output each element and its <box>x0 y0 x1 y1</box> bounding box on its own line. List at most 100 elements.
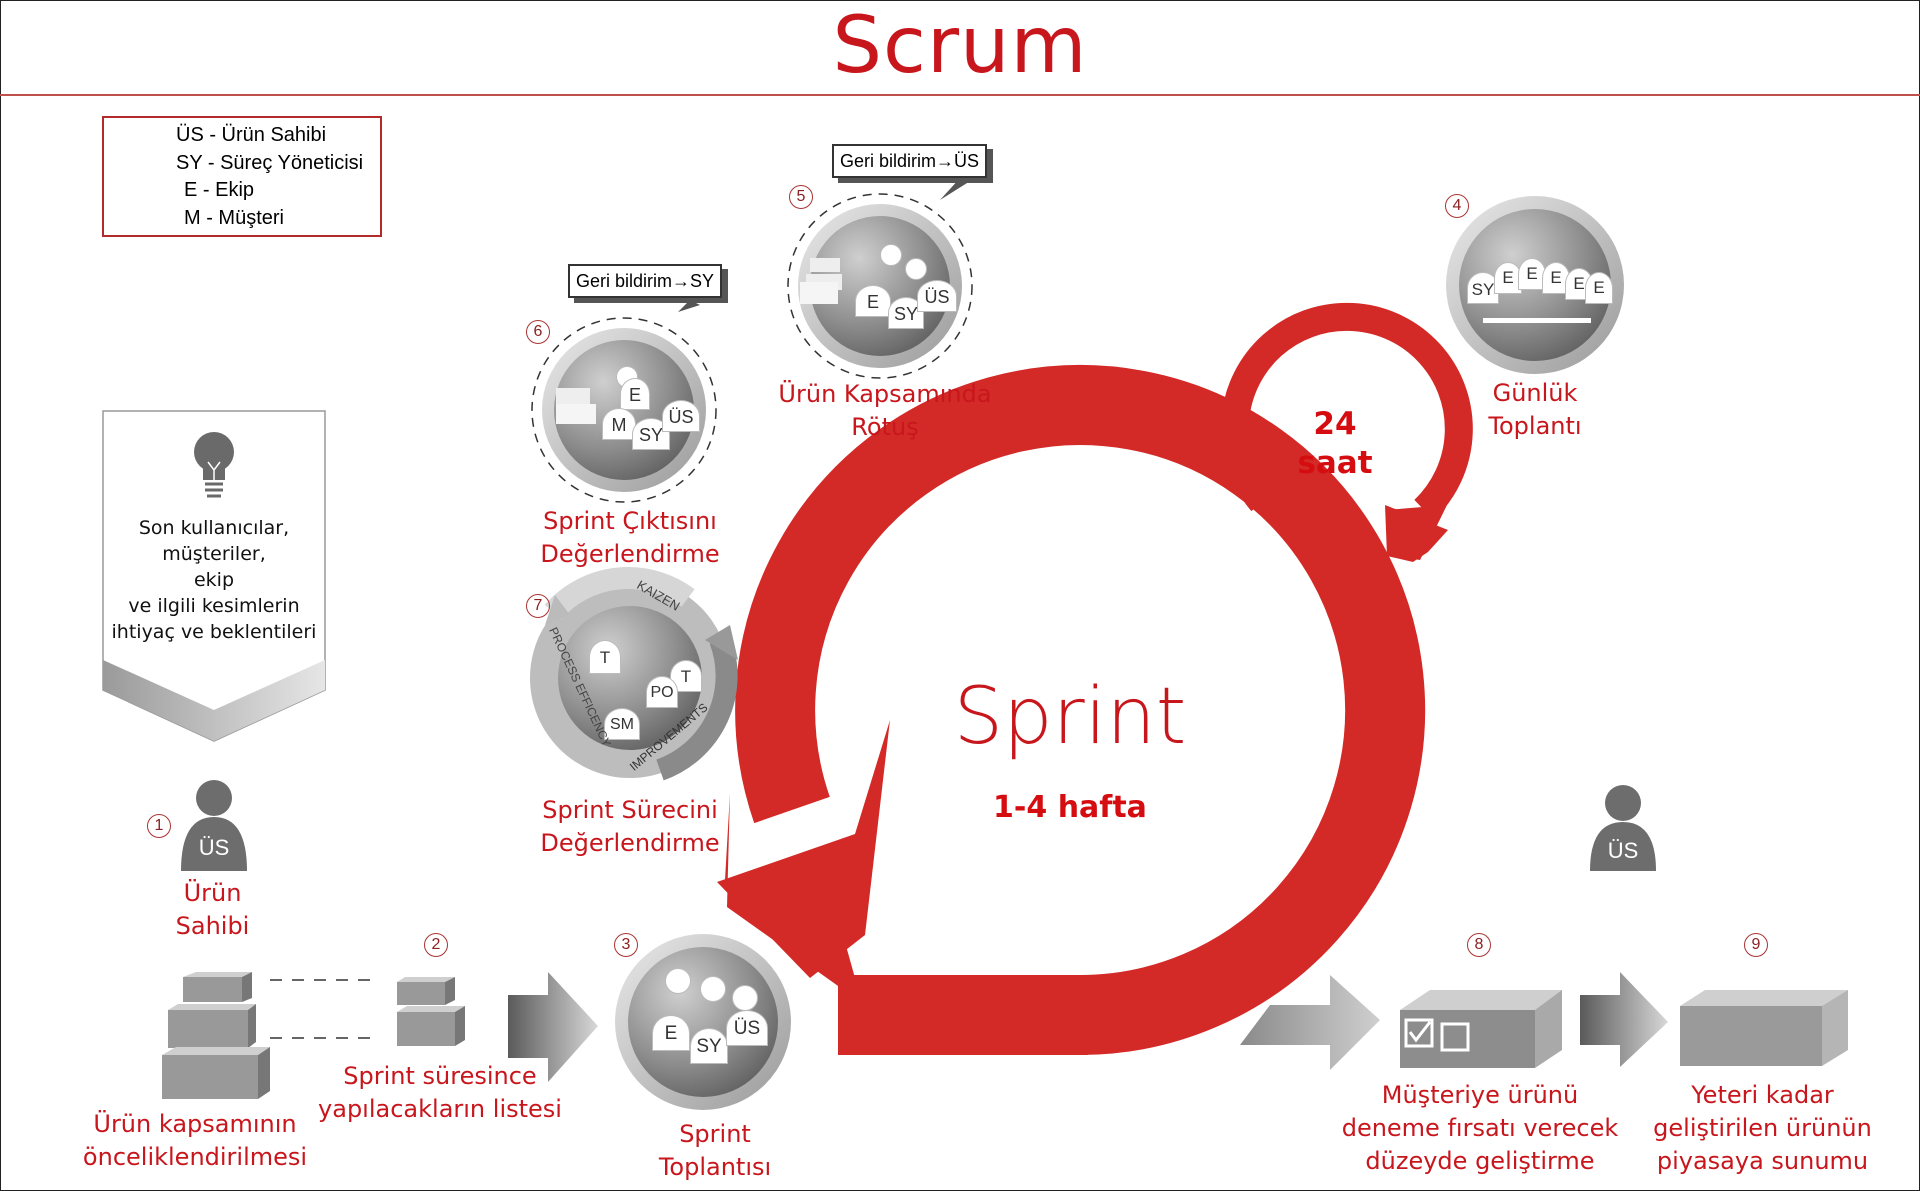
legend-item: SY - Süreç Yöneticisi <box>176 151 364 174</box>
person-label: ÜS <box>662 400 700 432</box>
label-line: piyasaya sunumu <box>1656 1147 1869 1175</box>
needs-banner-text: Son kullanıcılar, müşteriler, ekip ve il… <box>102 515 326 645</box>
person-head-icon <box>905 258 927 280</box>
label-line: Sahibi <box>175 912 250 940</box>
arrow-to-sprint-planning <box>508 972 598 1082</box>
step-number: 5 <box>789 185 813 209</box>
banner-line: Son kullanıcılar, <box>138 517 290 539</box>
banner-line: müşteriler, <box>162 543 266 565</box>
sprint-cycle-arrow <box>717 365 1426 1055</box>
step-label-sprint-review: Sprint Çıktısını Değerlendirme <box>510 505 750 571</box>
label-line: düzeyde geliştirme <box>1365 1147 1595 1175</box>
legend-box: ÜS - Ürün Sahibi SY - Süreç Yöneticisi E… <box>102 116 382 237</box>
person-head-icon <box>665 968 691 994</box>
step-label-sprint-planning: Sprint Toplantısı <box>620 1118 810 1184</box>
dashed-connector <box>270 979 378 1039</box>
person-label: E <box>620 378 650 410</box>
step-number: 9 <box>1744 933 1768 957</box>
step-number: 1 <box>147 814 171 838</box>
step-number: 2 <box>424 933 448 957</box>
feedback-bubble-po: Geri bildirim→ÜS <box>832 144 988 178</box>
banner-line: ve ilgili kesimlerin <box>128 595 300 617</box>
label-line: Sprint Sürecini <box>542 796 718 824</box>
step-label-increment: Müşteriye ürünü deneme fırsatı verecek d… <box>1330 1079 1630 1178</box>
step-label-release: Yeteri kadar geliştirilen ürünün piyasay… <box>1630 1079 1895 1178</box>
person-label: E <box>652 1015 690 1051</box>
step-label-product-owner: Ürün Sahibi <box>130 877 295 943</box>
daily-duration: 24 saat <box>1270 405 1400 483</box>
person-label: E <box>855 285 891 317</box>
daily-duration-value: 24 <box>1313 406 1357 442</box>
sprint-title: Sprint <box>953 672 1187 762</box>
step-number: 3 <box>614 933 638 957</box>
legend-item: M - Müşteri <box>184 206 284 229</box>
product-owner-badge: ÜS <box>1607 838 1639 863</box>
step-label-retrospective: Sprint Sürecini Değerlendirme <box>510 794 750 860</box>
feedback-bubble-tail <box>678 300 700 312</box>
label-line: Toplantısı <box>658 1153 772 1181</box>
label-line: Değerlendirme <box>540 829 720 857</box>
person-head-icon <box>700 976 726 1002</box>
step-number: 8 <box>1467 933 1491 957</box>
step-label-daily-meeting: Günlük Toplantı <box>1440 377 1630 443</box>
person-label: ÜS <box>726 1010 768 1046</box>
person-head-icon <box>732 985 758 1011</box>
step-number: 6 <box>526 320 550 344</box>
label-line: Ürün kapsamının <box>93 1110 297 1138</box>
legend-item: E - Ekip <box>184 179 255 201</box>
person-label: PO <box>646 676 678 708</box>
step-number: 7 <box>526 594 550 618</box>
person-label: T <box>589 640 621 674</box>
product-owner-right-icon <box>1590 785 1656 871</box>
product-owner-badge: ÜS <box>198 835 230 860</box>
needs-banner <box>102 410 326 742</box>
label-line: Rötuş <box>851 413 919 441</box>
label-line: Sprint Çıktısını <box>543 507 717 535</box>
arrow-to-release <box>1580 972 1668 1067</box>
feedback-bubble-sm: Geri bildirim→SY <box>568 264 723 298</box>
label-line: deneme fırsatı verecek <box>1341 1114 1619 1142</box>
label-line: Yeteri kadar <box>1691 1081 1834 1109</box>
person-label: SM <box>604 708 640 740</box>
sprint-backlog-boxes <box>397 977 465 1046</box>
person-label: SY <box>1467 272 1499 304</box>
retrospective-disc <box>530 567 738 781</box>
person-label: T <box>670 660 702 692</box>
label-line: önceliklendirilmesi <box>82 1143 308 1171</box>
product-owner-icon <box>181 780 247 871</box>
sprint-duration: 1-4 hafta <box>993 790 1147 825</box>
person-label: E <box>1585 272 1613 304</box>
label-line: Ürün Kapsamında <box>778 380 992 408</box>
label-line: yapılacakların listesi <box>318 1095 562 1123</box>
label-line: Değerlendirme <box>540 540 720 568</box>
label-line: Ürün <box>183 879 242 907</box>
page-title: Scrum <box>832 1 1088 91</box>
label-line: geliştirilen ürünün <box>1653 1114 1872 1142</box>
person-label: E <box>1494 262 1522 294</box>
person-head-icon <box>880 244 902 266</box>
label-line: Sprint süresince <box>343 1062 537 1090</box>
increment-box <box>1400 990 1562 1068</box>
label-line: Toplantı <box>1488 412 1582 440</box>
release-box <box>1680 990 1848 1066</box>
step-label-backlog-prioritization: Ürün kapsamının önceliklendirilmesi <box>60 1108 330 1174</box>
lightbulb-icon <box>194 432 234 498</box>
step-label-sprint-backlog: Sprint süresince yapılacakların listesi <box>300 1060 580 1126</box>
daily-duration-unit: saat <box>1297 445 1373 481</box>
legend-item: ÜS - Ürün Sahibi <box>176 124 327 146</box>
person-label: M <box>602 408 636 440</box>
banner-line: ihtiyaç ve beklentileri <box>111 621 317 643</box>
label-line: Müşteriye ürünü <box>1381 1081 1579 1109</box>
step-label-backlog-refinement: Ürün Kapsamında Rötuş <box>760 378 1010 444</box>
person-label: ÜS <box>917 280 957 312</box>
feedback-bubble-tail <box>940 178 975 200</box>
step-number: 4 <box>1445 194 1469 218</box>
person-label: SY <box>690 1028 728 1064</box>
label-line: Sprint <box>679 1120 751 1148</box>
label-line: Günlük <box>1492 379 1578 407</box>
arrow-to-increment <box>1240 975 1380 1070</box>
person-label: SY <box>888 297 924 329</box>
product-backlog-boxes <box>162 972 270 1099</box>
daily-cycle-arrow <box>1220 302 1473 562</box>
header-divider <box>0 94 1920 96</box>
